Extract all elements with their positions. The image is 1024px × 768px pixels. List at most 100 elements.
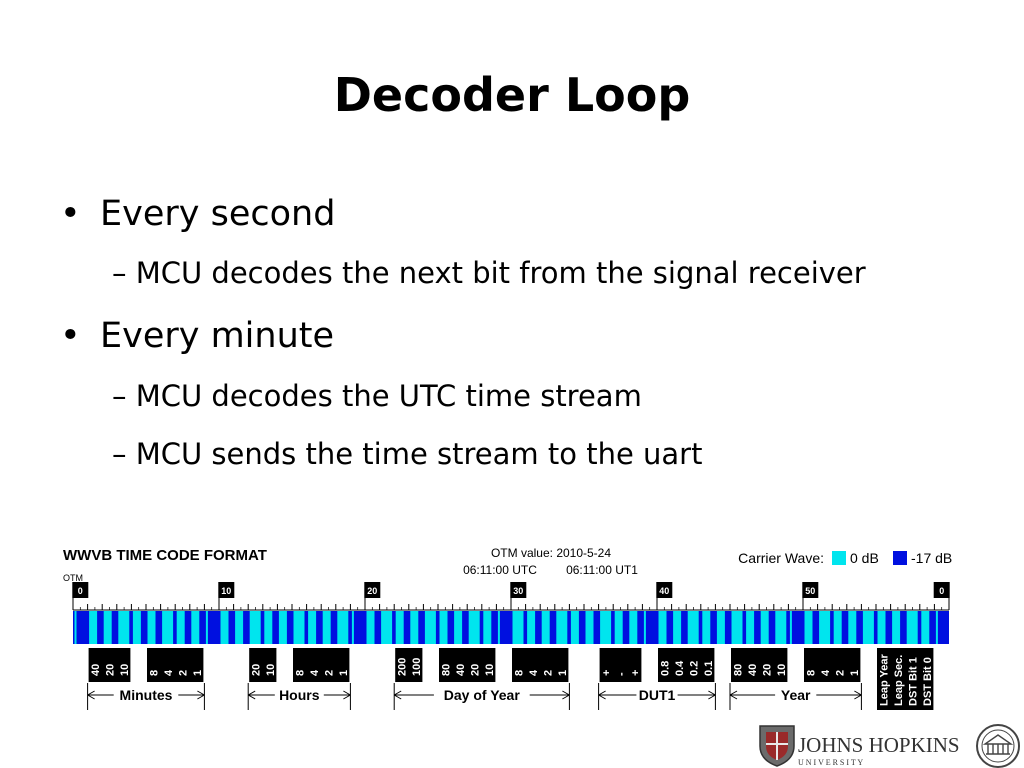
bit-segment bbox=[351, 611, 354, 644]
field-label: DUT1 bbox=[639, 687, 676, 703]
bit-weight-label: 200 bbox=[397, 658, 409, 676]
bit-weight-label: 20 bbox=[105, 664, 117, 676]
bit-segment bbox=[381, 611, 393, 644]
bit-group-box bbox=[877, 648, 934, 710]
bit-weight-label: + bbox=[630, 670, 642, 676]
bit-weight-label: 80 bbox=[440, 664, 452, 676]
bit-segment bbox=[541, 611, 550, 644]
bit-group-box bbox=[293, 648, 350, 682]
bit-segment bbox=[191, 611, 200, 644]
johns-hopkins-logo: JOHNS HOPKINS U N I V E R S I T Y bbox=[756, 716, 1024, 768]
jhu-name: JOHNS HOPKINS bbox=[798, 733, 960, 757]
wwvb-diagram-svg: WWVB TIME CODE FORMAT OTM value: 2010-5-… bbox=[63, 546, 952, 710]
bit-segment bbox=[264, 611, 273, 644]
bullet-glyph: • bbox=[60, 316, 81, 356]
sub-bullet-glyph: – bbox=[112, 437, 127, 471]
bit-weight-label: 20 bbox=[251, 664, 263, 676]
bit-segment bbox=[600, 611, 612, 644]
field-label: Minutes bbox=[120, 687, 173, 703]
arrowhead-left-icon bbox=[598, 690, 606, 700]
arrowhead-right-icon bbox=[562, 690, 570, 700]
bit-weight-label: 40 bbox=[90, 664, 102, 676]
bit-weight-label: 40 bbox=[455, 664, 467, 676]
bit-segment bbox=[935, 611, 938, 644]
bit-segment bbox=[118, 611, 130, 644]
bit-segment bbox=[570, 611, 579, 644]
bit-segment bbox=[132, 611, 141, 644]
bit-segment bbox=[308, 611, 317, 644]
bit-segment bbox=[74, 611, 77, 644]
bit-group-box bbox=[804, 648, 861, 682]
sub-bullet: – MCU decodes the UTC time stream bbox=[112, 377, 642, 415]
bit-weight-label: 10 bbox=[484, 664, 496, 676]
jhu-university: U N I V E R S I T Y bbox=[798, 758, 863, 767]
bit-segment bbox=[527, 611, 536, 644]
bit-group-box bbox=[147, 648, 204, 682]
marker-box bbox=[510, 582, 527, 598]
arrowhead-right-icon bbox=[343, 690, 351, 700]
bit-segment bbox=[395, 611, 404, 644]
bit-weight-label: 20 bbox=[762, 664, 774, 676]
bit-weight-label: 80 bbox=[732, 664, 744, 676]
bit-segment bbox=[833, 611, 842, 644]
marker-box bbox=[364, 582, 381, 598]
bit-segment bbox=[848, 611, 857, 644]
sub-bullet: – MCU sends the time stream to the uart bbox=[112, 435, 702, 473]
bit-weight-label: 1 bbox=[557, 670, 569, 676]
marker-box bbox=[656, 582, 673, 598]
bit-segment bbox=[322, 611, 331, 644]
bit-weight-label: 8 bbox=[294, 670, 306, 676]
arrowhead-left-icon bbox=[393, 690, 402, 700]
marker-label: 0 bbox=[78, 586, 83, 596]
bit-segment bbox=[249, 611, 261, 644]
legend-swatch-17db bbox=[893, 551, 907, 565]
bit-segment bbox=[424, 611, 436, 644]
bit-segment bbox=[775, 611, 787, 644]
otm-value: OTM value: 2010-5-24 bbox=[491, 546, 611, 560]
bit-segment bbox=[614, 611, 623, 644]
bit-segment bbox=[673, 611, 682, 644]
bit-weight-label: 100 bbox=[411, 658, 423, 676]
tick-ruler bbox=[72, 598, 950, 611]
bit-segment bbox=[89, 611, 98, 644]
bit-segment bbox=[731, 611, 743, 644]
bit-group-box bbox=[512, 648, 569, 682]
bit-segment bbox=[220, 611, 229, 644]
bit-group-box bbox=[658, 648, 715, 682]
bit-segment bbox=[454, 611, 463, 644]
otm-utc: 06:11:00 UTC bbox=[463, 563, 537, 577]
bit-segment bbox=[862, 611, 874, 644]
arrowhead-left-icon bbox=[87, 690, 95, 700]
bullet-list: • Every second – MCU decodes the next bi… bbox=[60, 194, 866, 473]
bit-group-box bbox=[249, 648, 277, 682]
bit-segment bbox=[162, 611, 174, 644]
carrier-wave-label: Carrier Wave: bbox=[738, 550, 824, 566]
bit-weight-label: Leap Year bbox=[878, 654, 890, 706]
bit-weight-label: 4 bbox=[528, 669, 540, 676]
bit-weight-label: 10 bbox=[119, 664, 131, 676]
sub-bullet-glyph: – bbox=[112, 256, 127, 290]
bit-weight-label: 2 bbox=[324, 670, 336, 676]
bit-segment bbox=[702, 611, 711, 644]
bit-segment bbox=[497, 611, 500, 644]
carrier-bit-bar bbox=[73, 611, 949, 644]
arrowhead-left-icon bbox=[247, 690, 256, 700]
building-emblem-icon bbox=[976, 724, 1020, 768]
slide-title: Decoder Loop bbox=[333, 68, 691, 122]
bit-weight-label: DST Bit 0 bbox=[922, 657, 934, 706]
bit-weight-label: 10 bbox=[776, 664, 788, 676]
arrowhead-left-icon bbox=[729, 690, 738, 700]
bit-group-box bbox=[731, 648, 788, 682]
bit-weight-label: 0.1 bbox=[703, 661, 715, 676]
bit-weight-label: + bbox=[601, 670, 613, 676]
bit-weight-label: 40 bbox=[747, 664, 759, 676]
bit-segment bbox=[512, 611, 524, 644]
bit-segment bbox=[629, 611, 638, 644]
bit-segment bbox=[921, 611, 930, 644]
bit-segment bbox=[439, 611, 448, 644]
bit-segment bbox=[235, 611, 244, 644]
field-label: Day of Year bbox=[444, 687, 521, 703]
bit-weight-label: 20 bbox=[470, 664, 482, 676]
